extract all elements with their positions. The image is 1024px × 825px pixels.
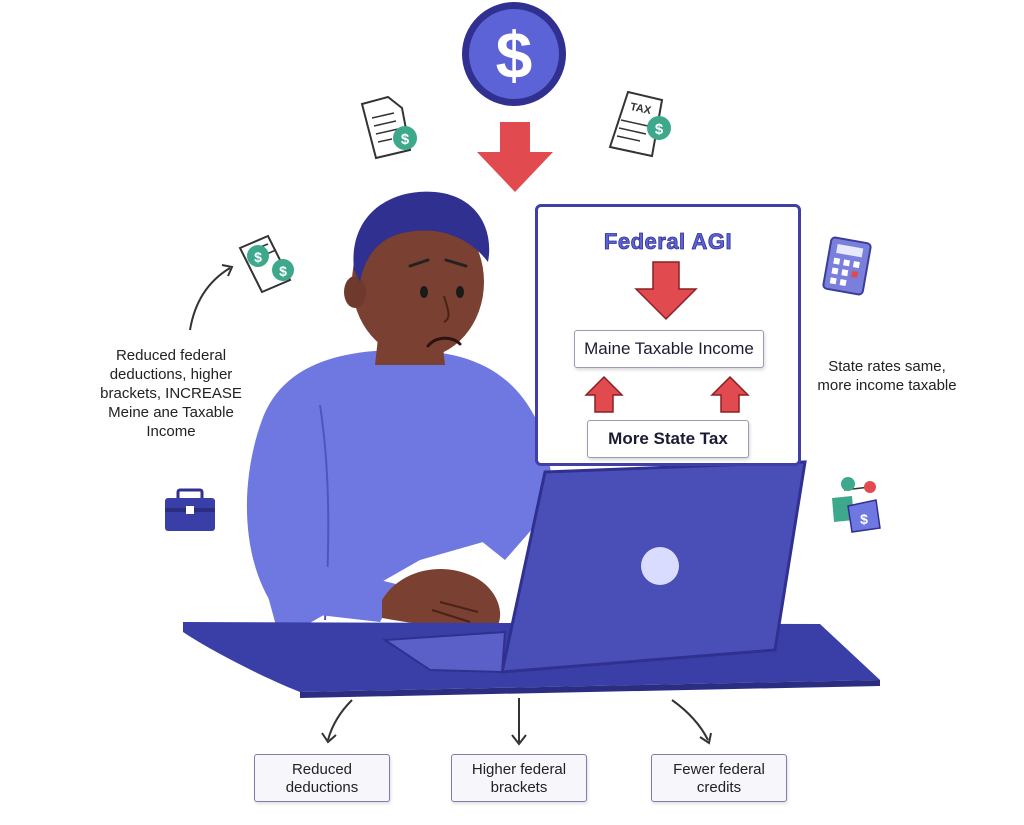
right-note: State rates same, more income taxable: [817, 358, 957, 394]
maine-taxable-income-box: Maine Taxable Income: [574, 330, 764, 368]
fewer-federal-credits-box: Fewer federal credits: [651, 754, 787, 802]
arrow-to-reduced-deductions: [327, 699, 353, 741]
receipt-coins-icon: $ $: [238, 234, 294, 294]
tax-flow-board: Federal AGI Maine Taxable Income More St…: [535, 204, 801, 466]
document-coin-icon: $: [360, 95, 417, 160]
briefcase-icon: [165, 488, 215, 531]
tax-document-icon: TAX $: [608, 90, 671, 158]
board-up-arrow-left-icon: [584, 375, 624, 413]
people-money-icon: $: [832, 477, 881, 533]
curved-arrow-icon: [189, 267, 231, 331]
calculator-icon: [822, 236, 872, 296]
svg-text:$: $: [401, 131, 410, 148]
higher-federal-brackets-box: Higher federal brackets: [451, 754, 587, 802]
svg-text:$: $: [279, 263, 287, 279]
board-arrows: [584, 261, 750, 413]
person-illustration: [246, 191, 560, 640]
svg-text:$: $: [496, 18, 533, 92]
dollar-coin-icon: $: [462, 2, 566, 106]
svg-text:TAX: TAX: [629, 101, 653, 117]
reduced-deductions-box: Reduced deductions: [254, 754, 390, 802]
svg-text:$: $: [655, 121, 664, 138]
down-arrow-icon: [477, 122, 553, 192]
svg-text:$: $: [860, 511, 868, 527]
board-up-arrow-right-icon: [710, 375, 750, 413]
more-state-tax-box: More State Tax: [587, 420, 749, 458]
board-title: Federal AGI: [603, 229, 733, 255]
arrow-to-fewer-credits: [671, 699, 709, 741]
left-note: Reduced federal deductions, higher brack…: [100, 347, 242, 440]
svg-text:$: $: [254, 249, 262, 265]
board-down-arrow-icon: [634, 261, 698, 321]
